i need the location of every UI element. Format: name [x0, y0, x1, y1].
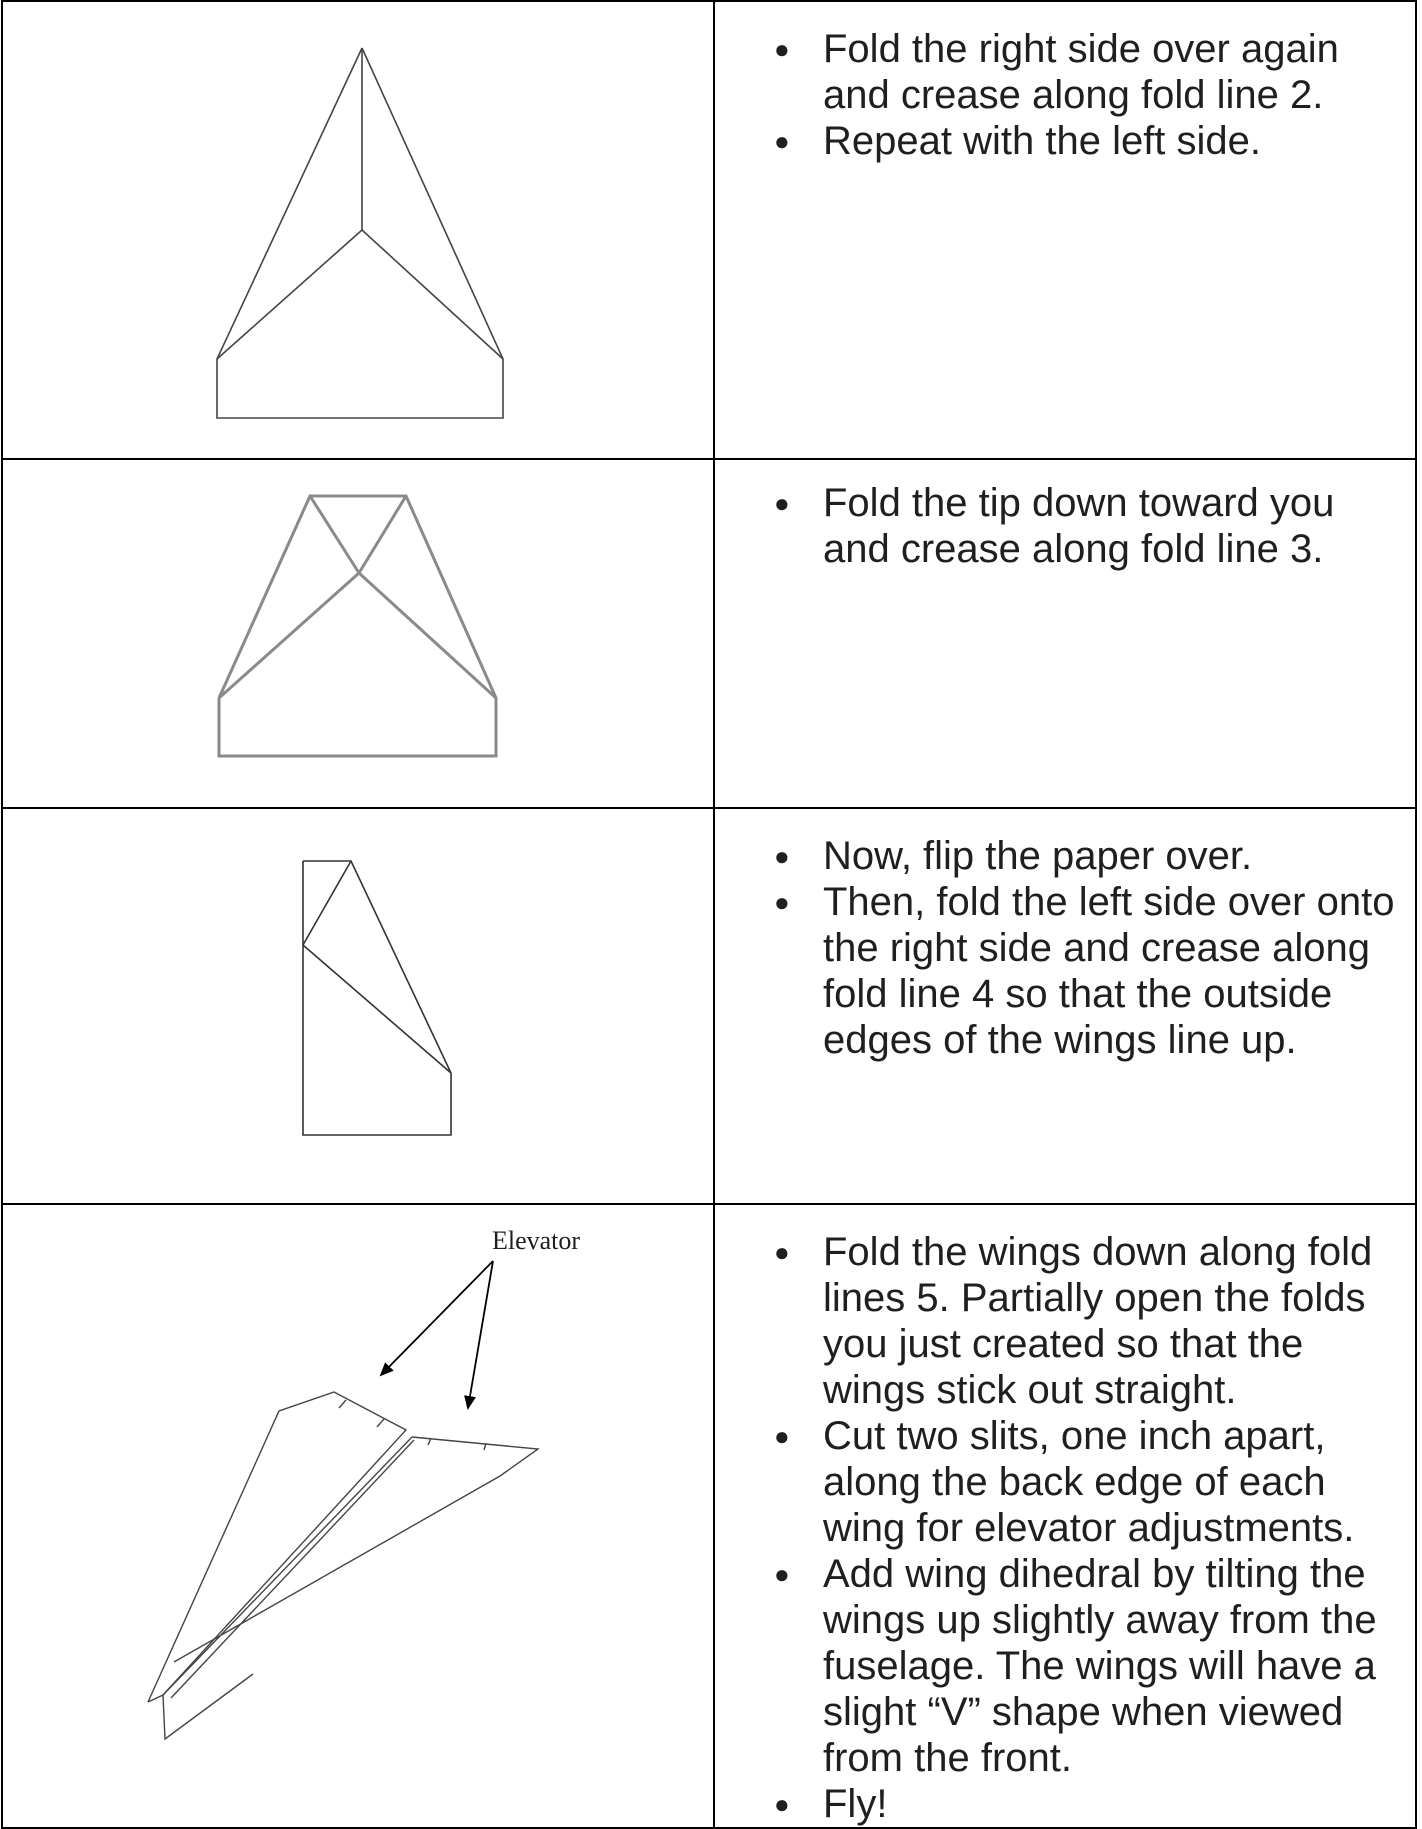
step-4-bullet-3: Add wing dihedral by tilting the wings u…: [715, 1551, 1415, 1781]
step-1-bullets: Fold the right side over again and creas…: [715, 26, 1415, 164]
step-1-bullet-2: Repeat with the left side.: [715, 118, 1415, 164]
step-4-bullet-2: Cut two slits, one inch apart, along the…: [715, 1413, 1415, 1551]
step-4-bullet-1: Fold the wings down along fold lines 5. …: [715, 1229, 1415, 1413]
step-2-figure-cell: [1, 458, 715, 809]
step-1-bullet-1: Fold the right side over again and creas…: [715, 26, 1415, 118]
step-3-bullet-1: Now, flip the paper over.: [715, 833, 1415, 879]
step-3-text-cell: Now, flip the paper over. Then, fold the…: [713, 807, 1417, 1205]
elevator-arrows: [379, 1260, 494, 1410]
step-2-bullets: Fold the tip down toward you and crease …: [715, 480, 1415, 572]
tip-fold-diagram: [217, 494, 498, 758]
step-1-text-cell: Fold the right side over again and creas…: [713, 0, 1417, 460]
step-row-1: Fold the right side over again and creas…: [1, 0, 1417, 460]
finished-plane-diagram: Elevator: [147, 1226, 580, 1741]
step-4-figure-cell: Elevator: [1, 1203, 715, 1829]
step-4-text-cell: Fold the wings down along fold lines 5. …: [713, 1203, 1417, 1829]
elevator-label: Elevator: [492, 1226, 580, 1255]
half-fold-diagram: [302, 860, 452, 1136]
instruction-page: Fold the right side over again and creas…: [0, 0, 1422, 1781]
step-4-bullet-4: Fly!: [715, 1781, 1415, 1827]
step-1-figure-cell: [1, 0, 715, 460]
step-row-2: Fold the tip down toward you and crease …: [1, 458, 1417, 809]
kite-fold-diagram: [216, 47, 504, 419]
step-row-3: Now, flip the paper over. Then, fold the…: [1, 807, 1417, 1205]
step-row-4: Elevator: [1, 1203, 1417, 1829]
step-3-bullets: Now, flip the paper over. Then, fold the…: [715, 833, 1415, 1063]
step-3-bullet-2: Then, fold the left side over onto the r…: [715, 879, 1415, 1063]
step-2-bullet-1: Fold the tip down toward you and crease …: [715, 480, 1415, 572]
step-4-bullets: Fold the wings down along fold lines 5. …: [715, 1229, 1415, 1827]
step-3-figure-cell: [1, 807, 715, 1205]
paper-plane: [147, 1391, 540, 1741]
step-2-text-cell: Fold the tip down toward you and crease …: [713, 458, 1417, 809]
